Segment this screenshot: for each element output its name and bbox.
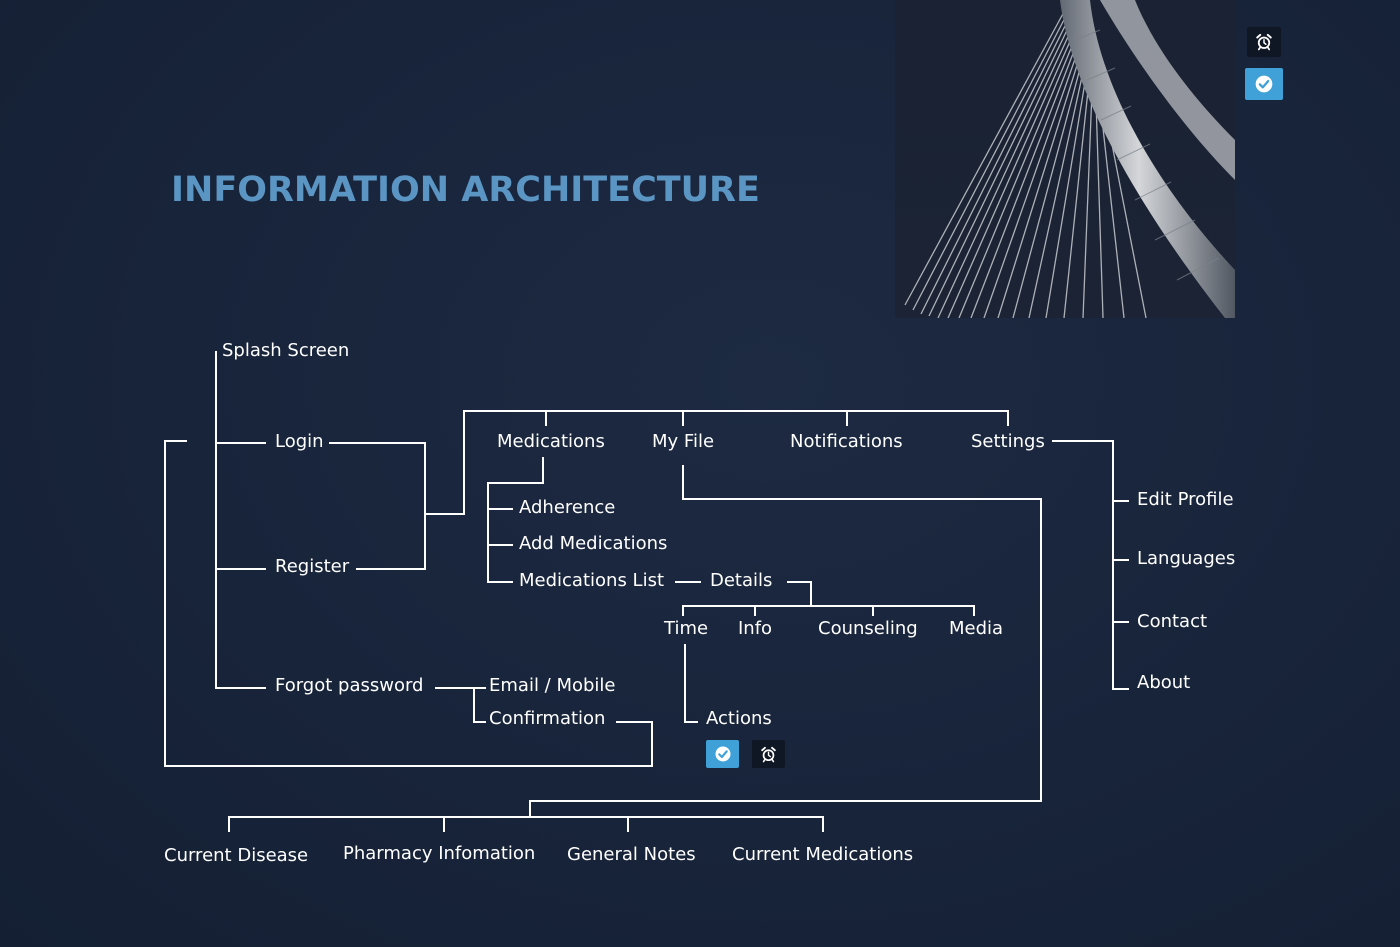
check-circle-icon [715,746,730,762]
node-details: Details [710,570,773,591]
node-notifications: Notifications [790,431,903,452]
node-confirmation: Confirmation [489,708,606,729]
page-title: INFORMATION ARCHITECTURE [171,170,760,210]
node-languages: Languages [1137,548,1236,569]
action-check-button[interactable] [706,740,739,768]
node-edit-profile: Edit Profile [1137,489,1234,510]
node-media: Media [949,618,1004,639]
alarm-clock-icon [761,746,776,762]
node-current-disease: Current Disease [164,845,309,866]
node-contact: Contact [1137,611,1208,632]
node-info: Info [738,618,773,639]
node-register: Register [275,556,350,577]
action-alarm-button[interactable] [752,740,785,768]
node-pharmacy-information: Pharmacy Infomation [343,843,536,864]
node-adherence: Adherence [519,497,616,518]
node-current-medications: Current Medications [732,844,914,865]
alarm-icon-button-top[interactable] [1247,27,1281,57]
node-counseling: Counseling [818,618,918,639]
node-my-file: My File [652,431,715,452]
node-time: Time [664,618,709,639]
node-medications-list: Medications List [519,570,665,591]
alarm-clock-icon [1256,33,1272,51]
node-forgot-password: Forgot password [275,675,424,696]
node-general-notes: General Notes [567,844,696,865]
architecture-photo [895,0,1235,318]
node-settings: Settings [971,431,1045,452]
node-actions: Actions [706,708,772,729]
node-splash-screen: Splash Screen [222,340,350,361]
node-login: Login [275,431,324,452]
node-email-mobile: Email / Mobile [489,675,616,696]
node-about: About [1137,672,1191,693]
connector-return-loop [164,440,653,767]
architecture-photo-art [895,0,1235,318]
check-circle-icon [1255,75,1273,93]
node-medications: Medications [497,431,605,452]
check-icon-button-top[interactable] [1245,68,1283,100]
node-add-medications: Add Medications [519,533,668,554]
